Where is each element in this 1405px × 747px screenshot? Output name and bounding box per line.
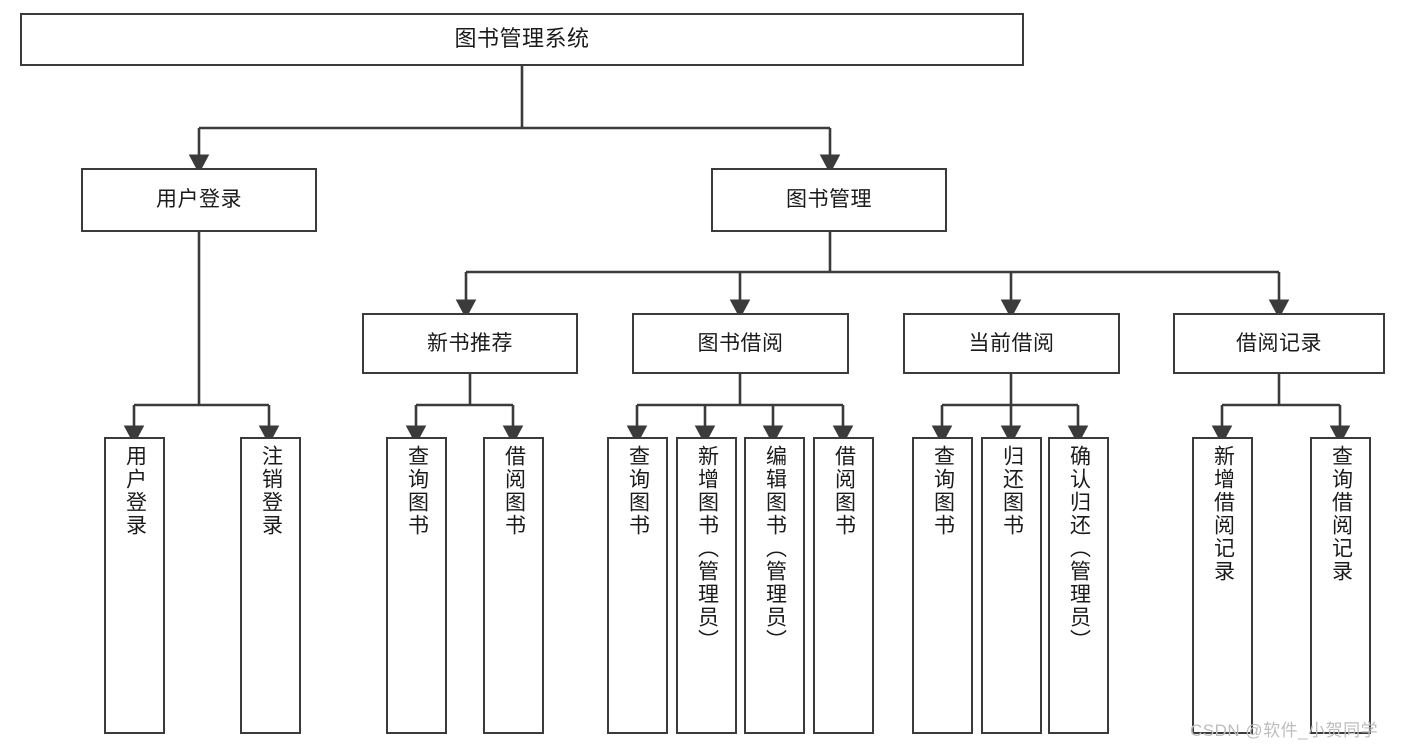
- node-label: 编辑图书（管理员）: [763, 445, 787, 652]
- leaf-query-book-borrowing[interactable]: 查询图书: [607, 437, 668, 734]
- node-label: 借阅图书: [832, 445, 856, 537]
- node-label: 查询图书: [626, 445, 650, 537]
- leaf-edit-book-admin[interactable]: 编辑图书（管理员）: [744, 437, 805, 734]
- leaf-borrow-book-borrowing[interactable]: 借阅图书: [813, 437, 874, 734]
- node-label: 新增图书（管理员）: [695, 445, 719, 652]
- node-current-borrowing[interactable]: 当前借阅: [903, 313, 1120, 374]
- node-label: 注销登录: [259, 445, 283, 537]
- node-new-book-recommendation[interactable]: 新书推荐: [362, 313, 578, 374]
- node-root-system[interactable]: 图书管理系统: [20, 13, 1024, 66]
- node-label: 新增借阅记录: [1211, 445, 1235, 583]
- node-label: 查询图书: [931, 445, 955, 537]
- node-label: 确认归还（管理员）: [1067, 445, 1091, 652]
- node-user-login[interactable]: 用户登录: [81, 168, 317, 232]
- leaf-query-book-recommend[interactable]: 查询图书: [386, 437, 447, 734]
- node-label: 查询图书: [405, 445, 429, 537]
- leaf-query-book-current[interactable]: 查询图书: [912, 437, 973, 734]
- leaf-return-book[interactable]: 归还图书: [981, 437, 1042, 734]
- node-borrow-records[interactable]: 借阅记录: [1173, 313, 1385, 374]
- leaf-add-borrow-record[interactable]: 新增借阅记录: [1192, 437, 1253, 734]
- node-label: 查询借阅记录: [1329, 445, 1353, 583]
- node-label: 新书推荐: [427, 331, 513, 355]
- node-label: 图书管理: [786, 188, 872, 212]
- leaf-query-borrow-record[interactable]: 查询借阅记录: [1310, 437, 1371, 734]
- leaf-confirm-return-admin[interactable]: 确认归还（管理员）: [1048, 437, 1109, 734]
- leaf-borrow-book-recommend[interactable]: 借阅图书: [483, 437, 544, 734]
- node-label: 当前借阅: [968, 331, 1055, 355]
- node-label: 借阅记录: [1236, 331, 1322, 355]
- node-label: 用户登录: [123, 445, 147, 537]
- node-label: 借阅图书: [502, 445, 526, 537]
- node-label: 归还图书: [1000, 445, 1024, 537]
- node-book-management[interactable]: 图书管理: [711, 168, 947, 232]
- leaf-logout[interactable]: 注销登录: [240, 437, 301, 734]
- csdn-watermark: CSDN @软件_小贺同学: [1190, 721, 1379, 740]
- node-label: 图书管理系统: [454, 26, 590, 52]
- leaf-user-login[interactable]: 用户登录: [104, 437, 165, 734]
- node-book-borrowing[interactable]: 图书借阅: [632, 313, 849, 374]
- node-label: 用户登录: [156, 188, 242, 212]
- leaf-add-book-admin[interactable]: 新增图书（管理员）: [676, 437, 737, 734]
- node-label: 图书借阅: [697, 331, 784, 355]
